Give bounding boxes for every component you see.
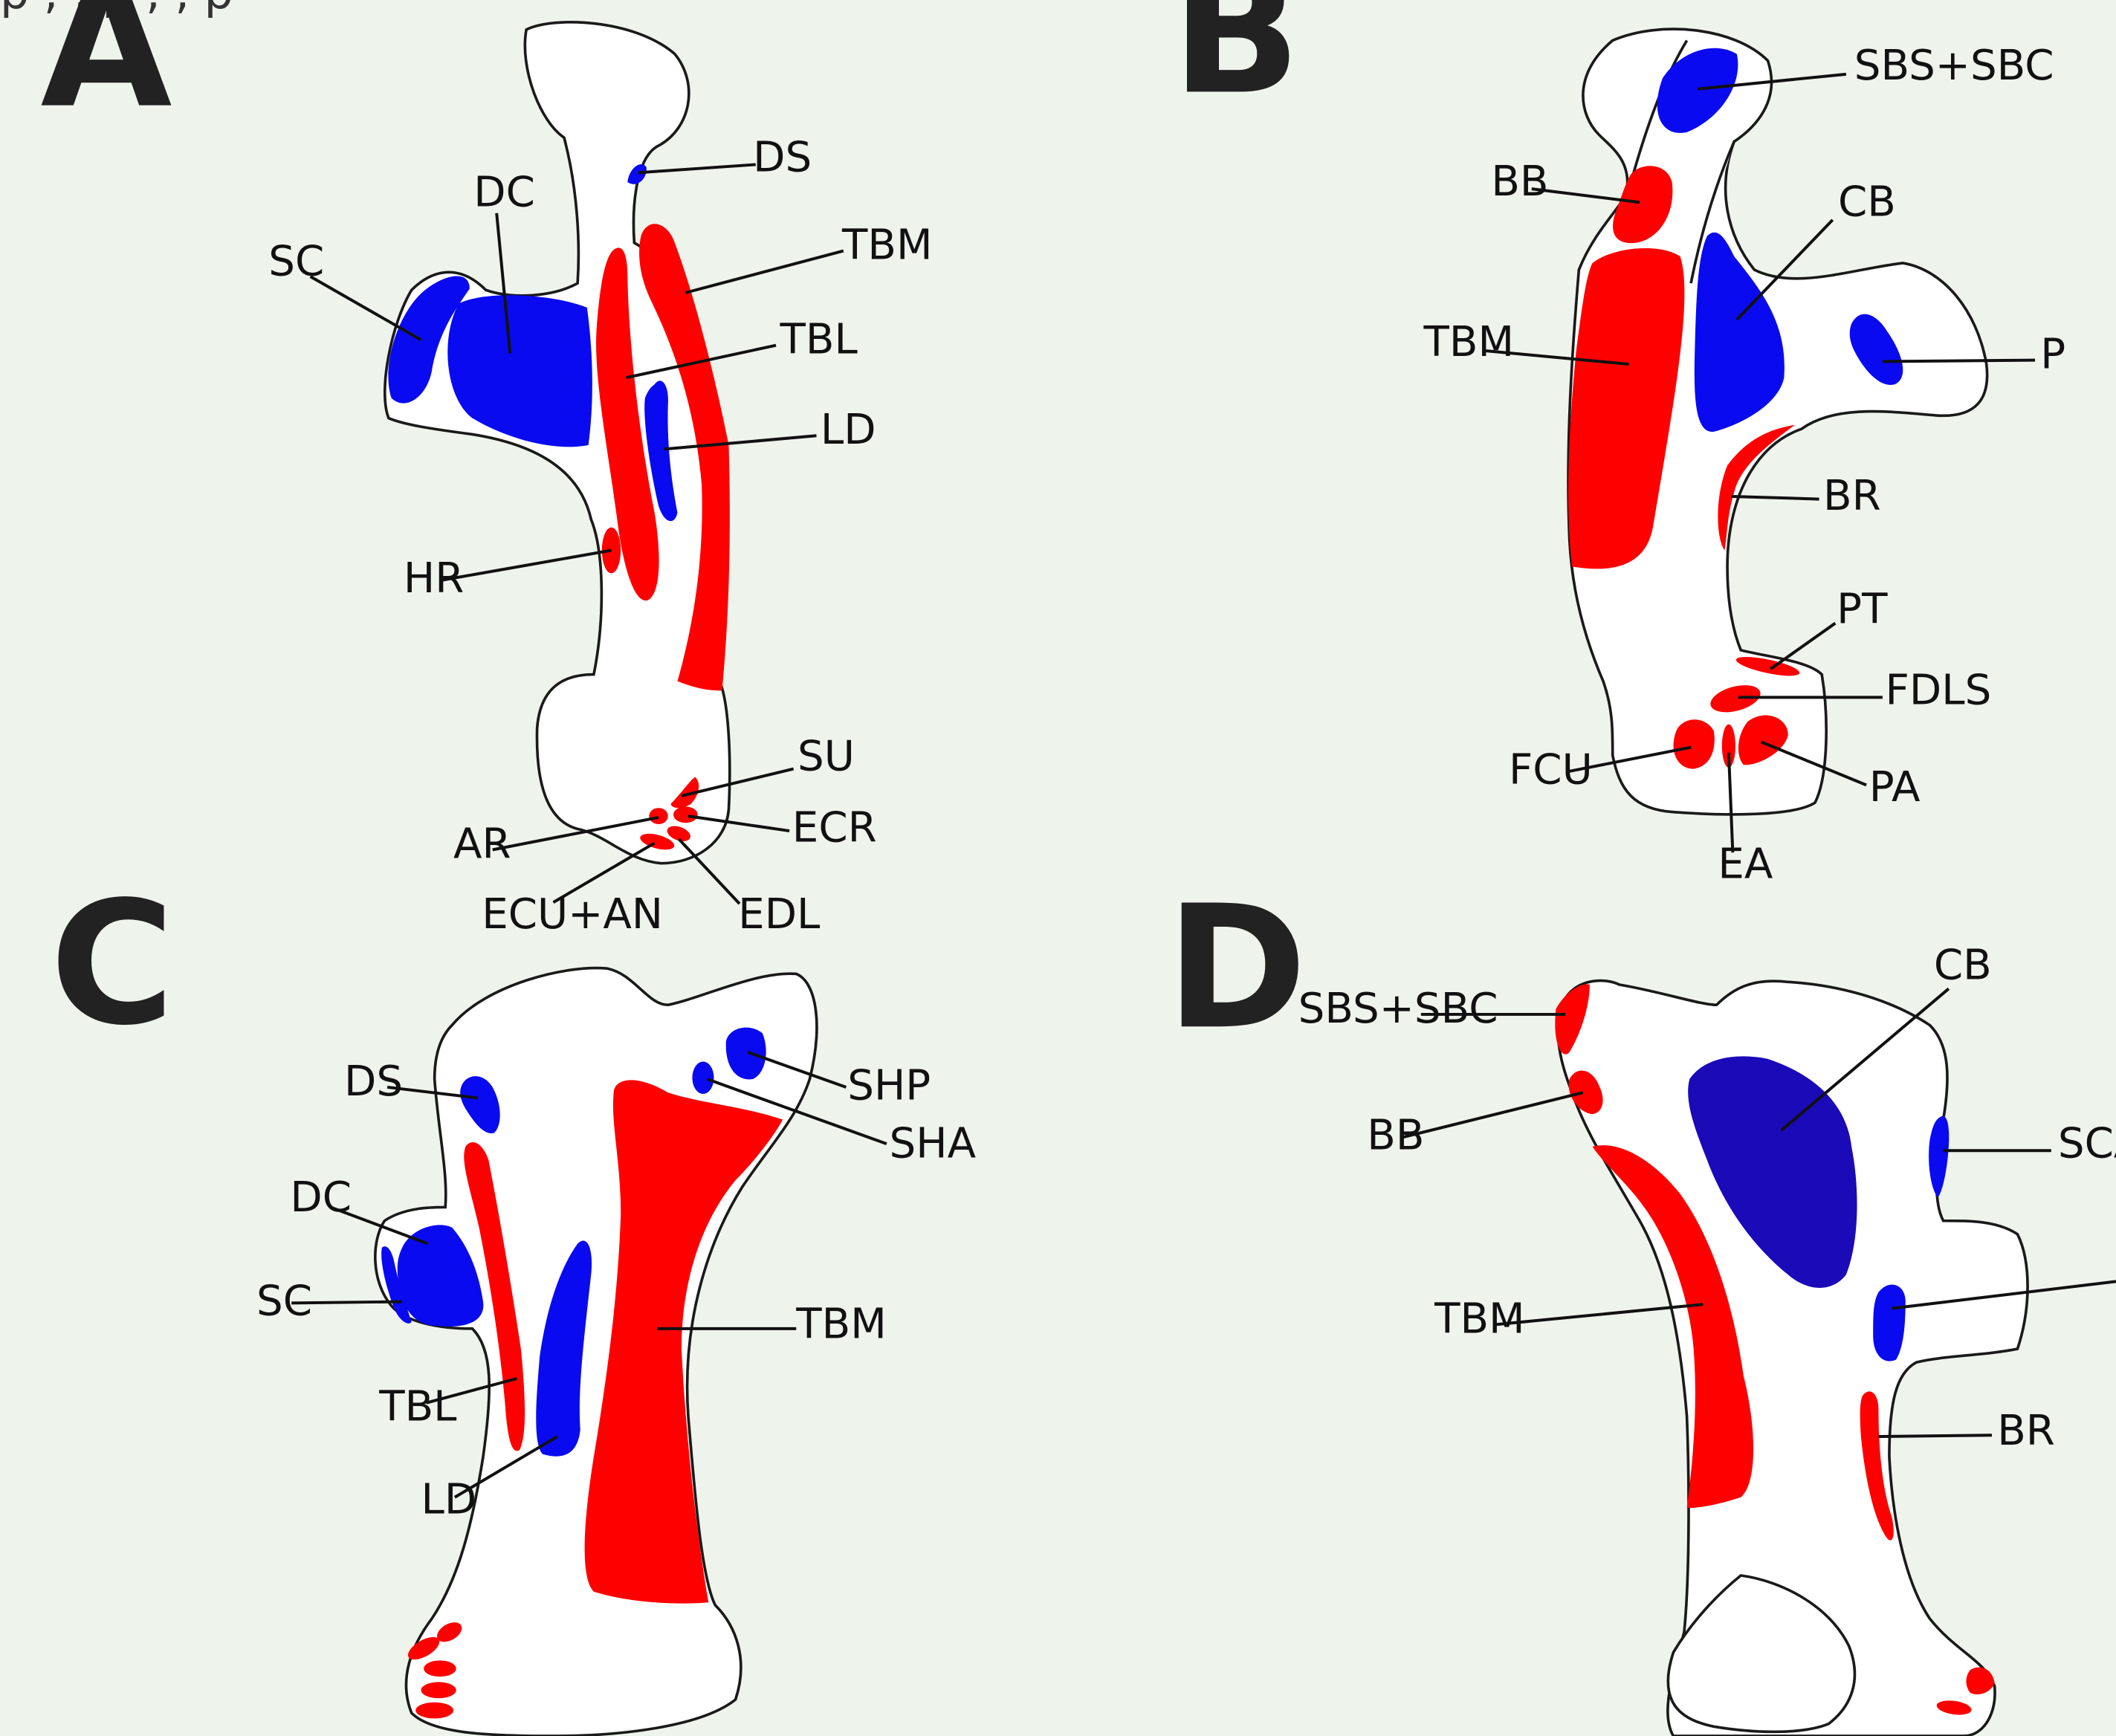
panel-c-muscle-distal-3	[424, 1660, 456, 1677]
panel-c-label-tbl: TBL	[378, 1382, 457, 1431]
panel-d-label-br: BR	[1997, 1407, 2055, 1455]
panel-a-label-ds: DS	[753, 134, 812, 182]
panel-a: A DS DC SC TBM TBL LD HR	[40, 0, 932, 939]
panel-b-label-fdls: FDLS	[1886, 666, 1992, 714]
panel-b-label-p: P	[2040, 331, 2065, 379]
panel-d-label-bb: BB	[1367, 1111, 1424, 1159]
panel-b-label-pa: PA	[1869, 763, 1921, 812]
panel-d-letter: D	[1166, 869, 1307, 1066]
panel-c-bone-outline	[375, 968, 817, 1736]
panel-d: D SBS+SBC CB BB SCA TBM BR	[1166, 869, 2116, 1736]
panel-c-label-tbm: TBM	[795, 1301, 887, 1349]
panel-b-leader-pt	[1770, 624, 1835, 670]
panel-c-label-shp: SHP	[847, 1061, 931, 1110]
panel-c-label-sc: SC	[256, 1277, 312, 1326]
panel-c-muscle-sha	[692, 1061, 714, 1094]
panel-c-label-ds: DS	[344, 1058, 403, 1106]
panel-b-label-cb: CB	[1838, 178, 1896, 226]
panel-a-label-ld: LD	[821, 406, 876, 454]
panel-a-label-edl: EDL	[738, 890, 821, 939]
panel-a-label-su: SU	[797, 732, 855, 780]
panel-d-label-tbm: TBM	[1434, 1295, 1525, 1343]
panel-d-label-sca: SCA	[2058, 1119, 2116, 1167]
panel-a-leader-tbm	[685, 251, 843, 293]
panel-a-muscle-ecr	[673, 806, 698, 823]
panel-d-leader-br	[1878, 1435, 1992, 1437]
panel-a-muscle-ar	[649, 808, 667, 824]
panel-b-leader-p	[1883, 360, 2035, 362]
panel-a-label-ecu-an: ECU+AN	[482, 890, 663, 939]
panel-b-label-ea: EA	[1718, 841, 1773, 889]
panel-c-label-dc: DC	[290, 1173, 352, 1222]
panel-b-letter: B	[1171, 0, 1301, 132]
panel-b-label-fcu: FCU	[1509, 746, 1593, 794]
panel-a-label-tbm: TBM	[841, 221, 933, 270]
panel-c-letter: C	[50, 865, 175, 1063]
panel-b-label-sbs-sbc: SBS+SBC	[1854, 42, 2054, 90]
panel-d-leader-bb	[1403, 1092, 1582, 1137]
panel-c-label-sha: SHA	[890, 1119, 977, 1167]
panel-a-letter: A	[40, 0, 172, 146]
panel-b-label-tbm: TBM	[1423, 318, 1515, 366]
panel-a-leader-ds	[638, 164, 756, 172]
panel-c: C DS SHP SHA DC SC TBM TBL LD	[50, 865, 976, 1736]
panel-b-label-bb: BB	[1491, 158, 1548, 206]
panel-c-muscle-distal-5	[415, 1703, 453, 1719]
panel-a-label-hr: HR	[404, 554, 464, 603]
panel-b-leader-br	[1732, 496, 1819, 499]
panel-a-label-tbl: TBL	[779, 316, 858, 364]
panel-b-label-pt: PT	[1837, 586, 1888, 634]
panel-a-label-dc: DC	[473, 169, 535, 217]
panel-c-muscle-distal-4	[421, 1682, 456, 1698]
panel-a-label-ar: AR	[453, 820, 511, 868]
panel-d-label-sbs-sbc: SBS+SBC	[1298, 985, 1498, 1033]
panel-a-label-ecr: ECR	[792, 804, 877, 852]
panel-a-leader-hr	[443, 551, 612, 580]
panel-b-label-br: BR	[1823, 472, 1881, 520]
panel-d-label-cb: CB	[1934, 942, 1992, 990]
panel-a-leader-edl	[679, 839, 740, 904]
panel-c-label-ld: LD	[421, 1476, 476, 1524]
panel-a-label-sc: SC	[268, 237, 324, 285]
panel-b: B SBS+SBC BB CB TBM P BR PT FDLS FCU	[1171, 0, 2065, 889]
